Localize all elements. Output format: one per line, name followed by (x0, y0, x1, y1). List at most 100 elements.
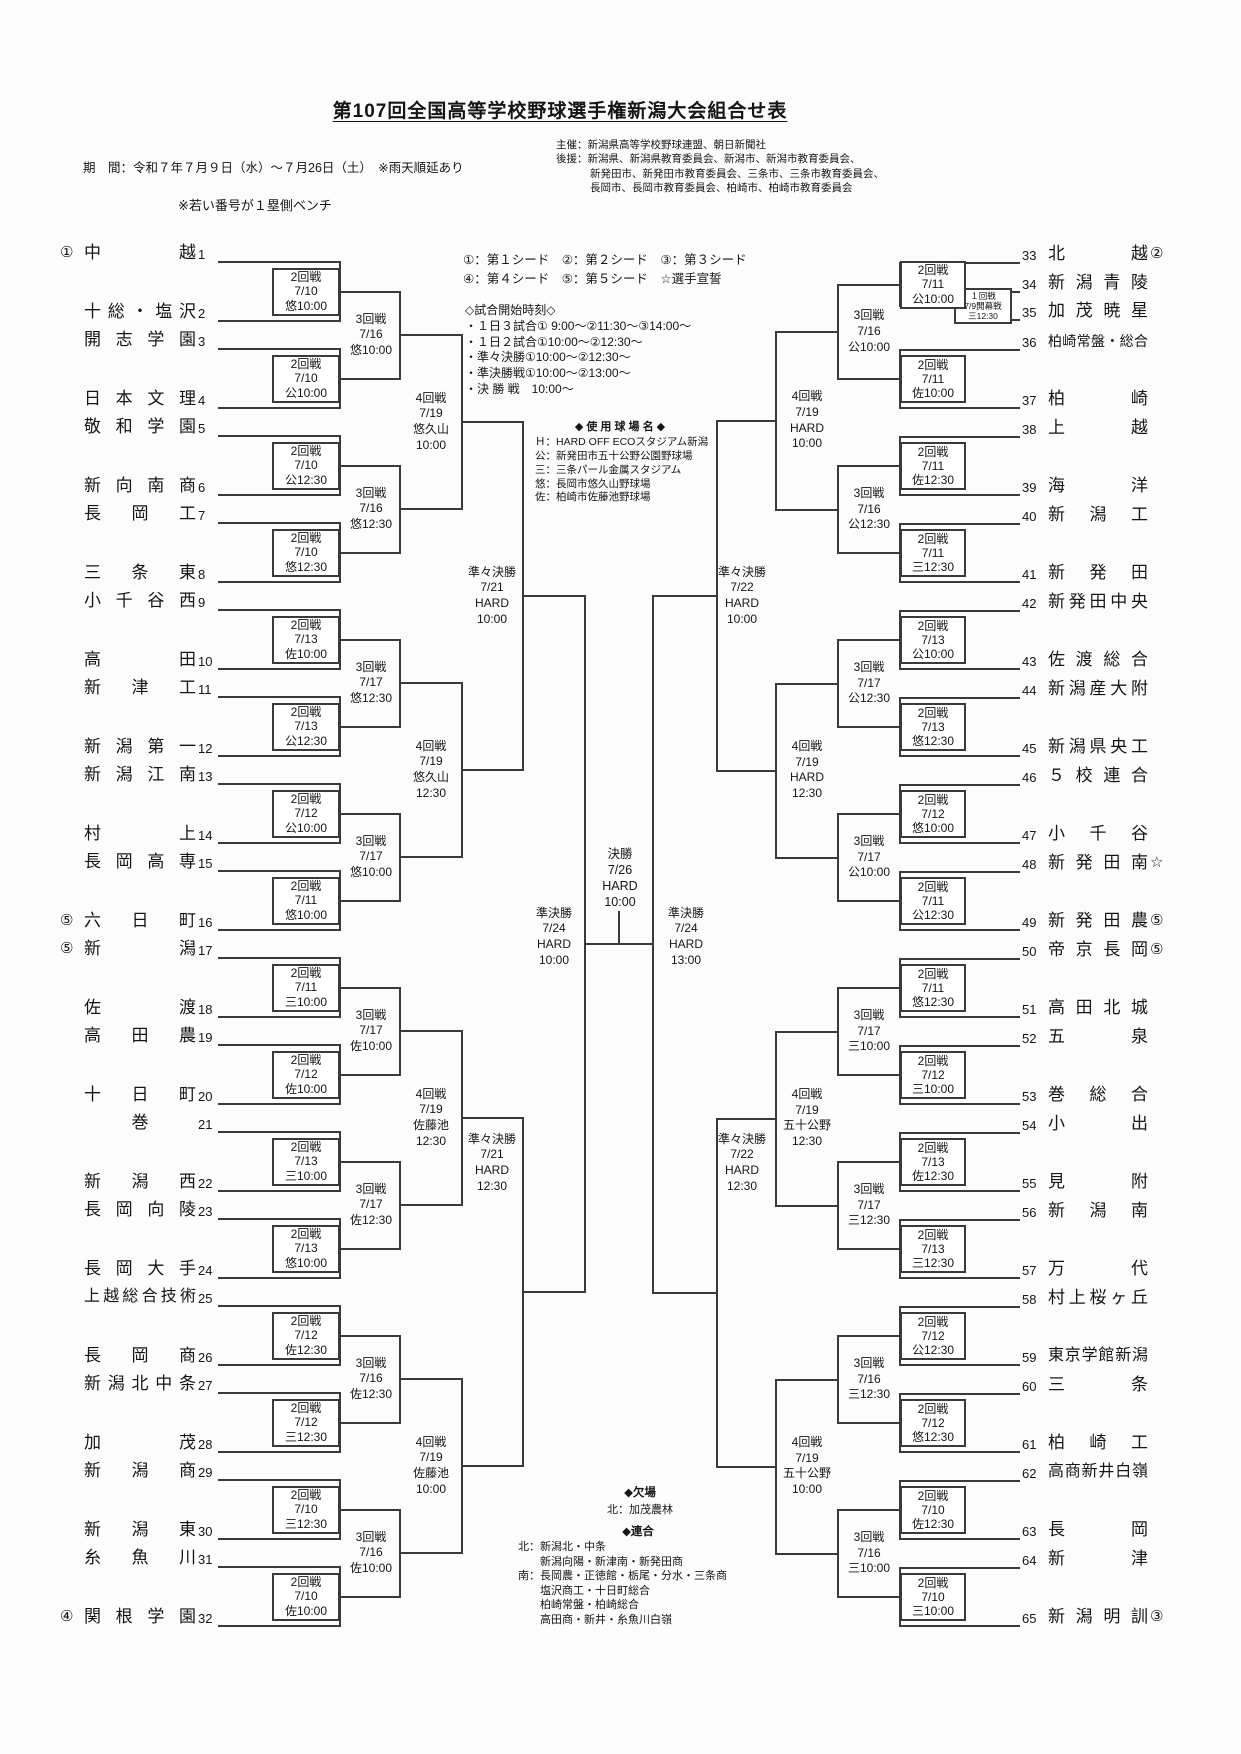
round-label-line: 悠久山 (412, 421, 449, 436)
team-name-char: 田 (179, 650, 196, 669)
team-name: 新潟 (84, 939, 196, 959)
round-label-line: 7/26 (607, 862, 633, 877)
team-number: 5 (198, 421, 206, 436)
team-name-char: 発 (1075, 853, 1093, 872)
team-name-char: 央 (1110, 737, 1128, 756)
round-label-line: 4回戦 (415, 1086, 447, 1101)
bracket-line (837, 639, 839, 728)
team-name-char: 新 (1048, 1549, 1065, 1568)
team-name-char: 洋 (1131, 476, 1148, 495)
match-info-line: 2回戦 (917, 966, 949, 981)
round-label-line: 3回戦 (853, 1008, 885, 1023)
round-label-line: 3回戦 (355, 1355, 387, 1370)
round-label-line: HARD (602, 879, 638, 893)
bracket-line (900, 1567, 1020, 1569)
team-name: 新潟第一 (84, 737, 196, 757)
round-label-line: 公10:00 (847, 865, 891, 880)
team-name-char: 谷 (147, 591, 165, 610)
match-info-line: 悠12:30 (284, 559, 328, 574)
round-label-line: 悠12:30 (349, 516, 393, 531)
team-name-char: 三 (84, 563, 101, 582)
bracket-line (340, 638, 400, 641)
team-name-char: 潟 (1068, 679, 1086, 698)
team-name-char: 津 (1131, 1549, 1148, 1568)
seed-legend-line: ④：第４シード ⑤：第５シード ☆選手宣誓 (463, 272, 722, 287)
team-number: 27 (198, 1378, 213, 1393)
team-name: 五泉 (1048, 1027, 1148, 1047)
round-label-line: 4回戦 (791, 739, 823, 754)
bracket-line (218, 1305, 340, 1307)
team-number: 57 (1022, 1263, 1037, 1278)
team-name-char: 合 (1130, 766, 1148, 785)
team-name: 巻総合 (1048, 1085, 1148, 1105)
team-name: 三条東 (84, 563, 196, 583)
match-info-line: 佐12:30 (284, 1342, 328, 1357)
round-label-line: 3回戦 (355, 485, 387, 500)
round-label-line: 4回戦 (791, 1087, 823, 1102)
team-name-char: 高 (84, 650, 101, 669)
round-label-line: 7/21 (480, 1147, 504, 1162)
team-name: 長岡工 (84, 504, 196, 524)
bracket-line (838, 1161, 900, 1163)
team-number: 59 (1022, 1350, 1037, 1365)
team-name-char: 南 (1131, 1201, 1148, 1220)
team-name-char: 工 (179, 504, 196, 523)
team-name-char: 潟 (107, 1374, 125, 1393)
team-number: 52 (1022, 1031, 1037, 1046)
bracket-line (900, 610, 1020, 612)
bracket-line (218, 755, 340, 757)
seed-badge: ① (60, 244, 74, 261)
round-label-line: 7/16 (359, 1545, 383, 1560)
team-name: 三条 (1048, 1375, 1148, 1395)
bracket-line (776, 1378, 838, 1381)
round-label-line: 準決勝 (667, 905, 704, 920)
round-label-line: 12:30 (791, 1134, 823, 1149)
team-name: 長岡向陵 (84, 1200, 196, 1220)
match-info-line: 2回戦 (290, 879, 322, 894)
team-name-char: 岡 (115, 852, 133, 871)
team-name-char: 新 (1048, 563, 1065, 582)
bracket-line (900, 1045, 1020, 1047)
combined-line: 南：長岡農・正徳館・栃尾・分水・三条商 (518, 1570, 727, 1583)
team-name-char: 工 (1131, 505, 1148, 524)
bracket-line (462, 421, 523, 423)
team-number: 4 (198, 393, 206, 408)
round-label-line: 7/16 (857, 1371, 881, 1386)
team-name-char: 十 (84, 1085, 101, 1104)
bracket-line (838, 1422, 900, 1424)
team-name-char: 川 (179, 1548, 196, 1567)
bracket-line (218, 1131, 340, 1133)
seed-badge: ③ (1150, 1608, 1164, 1625)
team-number: 62 (1022, 1466, 1037, 1481)
bracket-line (776, 1030, 838, 1033)
team-name-char: 新 (84, 737, 101, 756)
round-label-line: 12:30 (726, 1178, 758, 1193)
bracket-line (900, 842, 1020, 844)
round-label-line: 7/22 (730, 1147, 754, 1162)
team-name: 村上桜ヶ丘 (1048, 1288, 1148, 1308)
round-label-line: 悠12:30 (349, 690, 393, 705)
team-name-char: 校 (1075, 766, 1093, 785)
team-number: 11 (198, 682, 212, 697)
round-label-line: HARD (474, 1162, 509, 1177)
team-name-char: 高 (1048, 1463, 1065, 1480)
team-name-char: 長 (84, 504, 101, 523)
team-name-char: 長 (1103, 940, 1121, 959)
match-info-line: 2回戦 (290, 1140, 322, 1155)
team-name-char: 潟 (179, 939, 196, 958)
team-name: 佐渡総合 (1048, 650, 1148, 670)
match-info-line: 公12:30 (284, 472, 328, 487)
seed-badge: ② (1150, 245, 1164, 262)
match-info-line: 2回戦 (290, 444, 322, 459)
match-info-line: 佐12:30 (911, 1169, 955, 1184)
team-name: 村上 (84, 824, 196, 844)
team-number: 23 (198, 1204, 213, 1219)
